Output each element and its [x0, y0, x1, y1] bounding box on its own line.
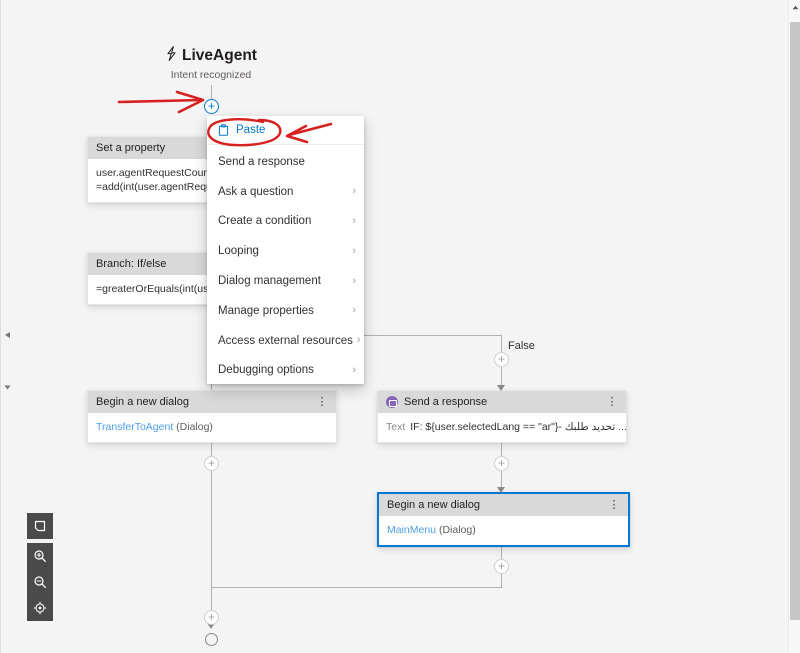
node-begin-new-dialog-mainmenu[interactable]: Begin a new dialog ⋮ MainMenu (Dialog): [377, 492, 630, 547]
menu-item-label: Send a response: [218, 155, 305, 168]
menu-item-send-a-response[interactable]: Send a response: [207, 147, 364, 177]
vertical-scrollbar[interactable]: [788, 0, 800, 653]
canvas-toolbar[interactable]: [27, 513, 53, 621]
response-field-label: Text: [386, 421, 406, 433]
node-body-line-1: =greaterOrEquals(int(user: [96, 283, 218, 295]
node-body: MainMenu (Dialog): [379, 516, 628, 545]
node-title: Begin a new dialog: [387, 499, 480, 511]
branch-label-false: False: [508, 340, 535, 352]
arrowhead-send-response: [497, 385, 505, 391]
node-context-menu[interactable]: Paste Send a response Ask a question › C…: [207, 116, 364, 384]
menu-item-dialog-management[interactable]: Dialog management ›: [207, 266, 364, 296]
dialog-link[interactable]: TransferToAgent: [96, 421, 174, 433]
node-body-line-2: =add(int(user.agentReque: [96, 181, 218, 193]
edge-left-below-dialog: [211, 441, 212, 611]
node-body: Text IF: ${user.selectedLang == "ar"}- تح…: [378, 413, 626, 442]
scroll-up-icon[interactable]: [789, 0, 800, 14]
fit-to-screen-icon[interactable]: [27, 513, 53, 539]
trigger-title: LiveAgent: [182, 47, 257, 64]
chevron-right-icon: ›: [352, 244, 356, 257]
menu-item-ask-a-question[interactable]: Ask a question ›: [207, 177, 364, 207]
menu-item-access-external-resources[interactable]: Access external resources ›: [207, 326, 364, 356]
node-title: Send a response: [404, 396, 488, 408]
edge-merge: [211, 587, 502, 588]
scrollbar-thumb[interactable]: [790, 22, 800, 620]
dialog-type: (Dialog): [438, 524, 476, 536]
node-body: =greaterOrEquals(int(user: [88, 275, 256, 304]
add-node-handle-left-below-dialog[interactable]: +: [204, 456, 219, 471]
menu-item-label: Dialog management: [218, 275, 321, 288]
menu-item-create-a-condition[interactable]: Create a condition ›: [207, 207, 364, 237]
menu-item-label: Create a condition: [218, 215, 312, 228]
edge-trigger-stem: [211, 85, 212, 106]
add-node-handle-below-mainmenu[interactable]: +: [494, 559, 509, 574]
trigger-subtitle: Intent recognized: [170, 69, 252, 81]
node-title: Begin a new dialog: [96, 396, 189, 408]
menu-divider: [207, 144, 364, 145]
add-node-handle-false-branch[interactable]: +: [494, 352, 509, 367]
node-send-a-response[interactable]: Send a response ⋮ Text IF: ${user.selecte…: [377, 390, 627, 443]
add-node-handle-top[interactable]: +: [204, 99, 219, 114]
menu-item-label: Manage properties: [218, 304, 314, 317]
trigger-title-row: LiveAgent: [121, 46, 301, 67]
node-body: user.agentRequestCount : =add(int(user.a…: [88, 159, 256, 202]
trigger-header: LiveAgent Intent recognized: [121, 46, 301, 82]
menu-item-label: Looping: [218, 245, 259, 258]
chevron-right-icon: ›: [352, 363, 356, 376]
node-body-line-1: user.agentRequestCount :: [96, 167, 219, 179]
chevron-right-icon: ›: [352, 274, 356, 287]
arrow-to-plus-handle: [117, 90, 205, 114]
menu-item-label: Ask a question: [218, 185, 294, 198]
paste-icon: [218, 123, 229, 136]
lightning-bolt-icon: [165, 46, 178, 67]
menu-item-label: Access external resources: [218, 334, 353, 347]
send-response-icon: [386, 396, 398, 408]
arrowhead-end: [207, 623, 215, 629]
node-menu-button[interactable]: ⋮: [316, 396, 328, 408]
node-body: TransferToAgent (Dialog): [88, 413, 336, 442]
menu-item-paste[interactable]: Paste: [207, 116, 364, 143]
zoom-out-icon[interactable]: [27, 569, 53, 595]
menu-item-looping[interactable]: Looping ›: [207, 236, 364, 266]
add-node-handle-right-mid[interactable]: +: [494, 456, 509, 471]
flow-end-terminator: [205, 633, 218, 646]
node-menu-button[interactable]: ⋮: [606, 396, 618, 408]
node-header: Begin a new dialog ⋮: [379, 494, 628, 516]
chevron-right-icon: ›: [356, 334, 361, 347]
node-begin-new-dialog-transfer[interactable]: Begin a new dialog ⋮ TransferToAgent (Di…: [87, 390, 337, 443]
response-field-value: IF: ${user.selectedLang == "ar"}- تحديد …: [410, 421, 626, 433]
menu-scroll-down-icon[interactable]: [3, 378, 12, 390]
menu-scroll-up-icon[interactable]: [3, 326, 12, 338]
menu-item-label: Debugging options: [218, 364, 314, 377]
chevron-right-icon: ›: [352, 214, 356, 227]
dialog-type: (Dialog): [176, 421, 213, 433]
menu-item-debugging-options[interactable]: Debugging options ›: [207, 356, 364, 384]
node-header: Send a response ⋮: [378, 391, 626, 413]
chevron-right-icon: ›: [352, 185, 356, 198]
zoom-in-icon[interactable]: [27, 543, 53, 569]
chevron-right-icon: ›: [352, 304, 356, 317]
menu-item-label: Paste: [236, 123, 266, 136]
node-menu-button[interactable]: ⋮: [608, 499, 620, 511]
node-title: Branch: If/else: [96, 258, 167, 270]
node-header: Begin a new dialog ⋮: [88, 391, 336, 413]
arrowhead-mainmenu: [497, 487, 505, 493]
dialog-link[interactable]: MainMenu: [387, 524, 437, 536]
menu-item-manage-properties[interactable]: Manage properties ›: [207, 296, 364, 326]
node-title: Set a property: [96, 142, 166, 154]
add-node-handle-before-end[interactable]: +: [204, 610, 219, 625]
reset-focus-icon[interactable]: [27, 595, 53, 621]
